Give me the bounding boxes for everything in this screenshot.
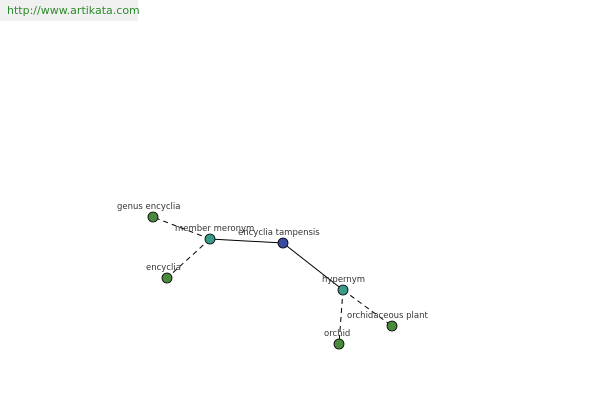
edge-member-meronym-encyclia [166, 238, 211, 279]
node-term-dot[interactable] [333, 338, 345, 350]
node-orchidaceous-plant[interactable]: orchidaceous plant [347, 311, 429, 332]
graph-nodes: encyclia tampensis member meronym hypern… [117, 202, 429, 350]
node-member-meronym[interactable]: member meronym [175, 224, 254, 245]
url-banner: http://www.artikata.com [0, 0, 140, 21]
edge-center-hypernym [282, 242, 344, 291]
node-encyclia-tampensis[interactable]: encyclia tampensis [238, 228, 320, 249]
edge-center-member-meronym [209, 238, 284, 244]
node-center-dot[interactable] [277, 237, 289, 249]
node-label-hypernym: hypernym [322, 275, 365, 285]
node-label-genus-encyclia: genus encyclia [117, 202, 180, 212]
edge-hypernym-orchidaceous-plant [342, 289, 393, 327]
node-label-member-meronym: member meronym [175, 224, 254, 234]
node-encyclia[interactable]: encyclia [146, 263, 181, 284]
node-label-encyclia-tampensis: encyclia tampensis [238, 228, 320, 238]
node-term-dot[interactable] [386, 320, 398, 332]
edge-member-meronym-genus-encyclia [152, 216, 211, 240]
node-relation-dot[interactable] [204, 233, 216, 245]
node-label-encyclia: encyclia [146, 263, 181, 273]
node-relation-dot[interactable] [337, 284, 349, 296]
node-orchid[interactable]: orchid [324, 329, 350, 350]
graph-edges [152, 216, 393, 345]
node-genus-encyclia[interactable]: genus encyclia [117, 202, 180, 223]
node-label-orchidaceous-plant: orchidaceous plant [347, 311, 429, 321]
site-url-link[interactable]: http://www.artikata.com [7, 4, 140, 17]
node-label-orchid: orchid [324, 329, 350, 339]
node-term-dot[interactable] [161, 272, 173, 284]
edge-hypernym-orchid [338, 289, 344, 345]
node-hypernym[interactable]: hypernym [322, 275, 365, 296]
node-term-dot[interactable] [147, 211, 159, 223]
